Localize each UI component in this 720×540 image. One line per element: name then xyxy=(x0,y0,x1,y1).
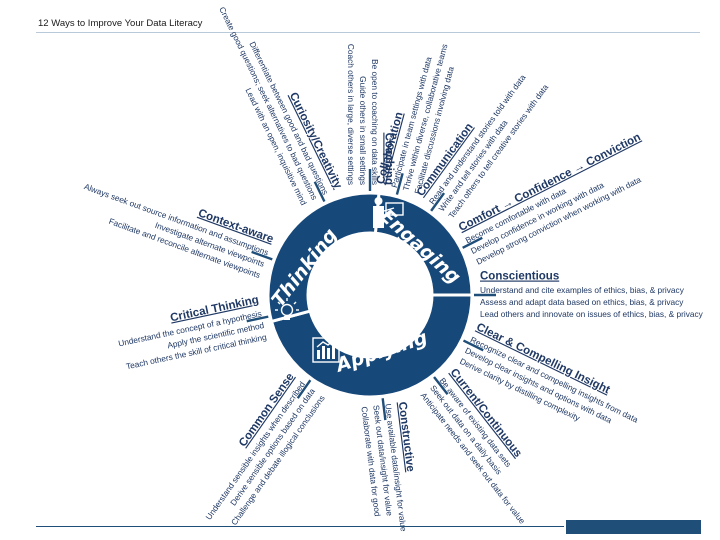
branch-connector xyxy=(246,315,269,323)
top-divider xyxy=(36,32,700,33)
branch-connector xyxy=(296,379,312,399)
branch-item: Assess and adapt data based on ethics, b… xyxy=(480,297,684,307)
presenter-icon xyxy=(373,197,404,228)
branch-connector xyxy=(433,376,449,396)
branch-heading: Coaching xyxy=(382,133,394,185)
sector-applying xyxy=(269,293,474,399)
branch-connector xyxy=(395,172,404,195)
bar-chart-icon xyxy=(312,337,340,363)
branch-connector xyxy=(462,236,483,249)
branch-connector xyxy=(462,339,484,352)
branch-connector xyxy=(430,192,446,212)
branch-connector xyxy=(381,398,387,421)
footer-bar xyxy=(566,520,701,534)
sector-thinking xyxy=(266,191,381,324)
page-title: 12 Ways to Improve Your Data Literacy xyxy=(38,18,203,29)
lightbulb-icon xyxy=(275,298,299,320)
branch-connector xyxy=(313,181,326,203)
bottom-divider xyxy=(36,526,564,527)
branch-item: Be open to coaching on data skills xyxy=(370,59,380,185)
branch-item: Guide others in small settings xyxy=(358,76,368,185)
branch-item: Understand and cite examples of ethics, … xyxy=(480,285,685,295)
branch-item: Lead others and innovate on issues of et… xyxy=(480,309,704,319)
branch-connector xyxy=(251,250,273,261)
branch-item: Coach others in large, diverse settings xyxy=(346,44,356,185)
branch-heading: Conscientious xyxy=(480,271,559,283)
